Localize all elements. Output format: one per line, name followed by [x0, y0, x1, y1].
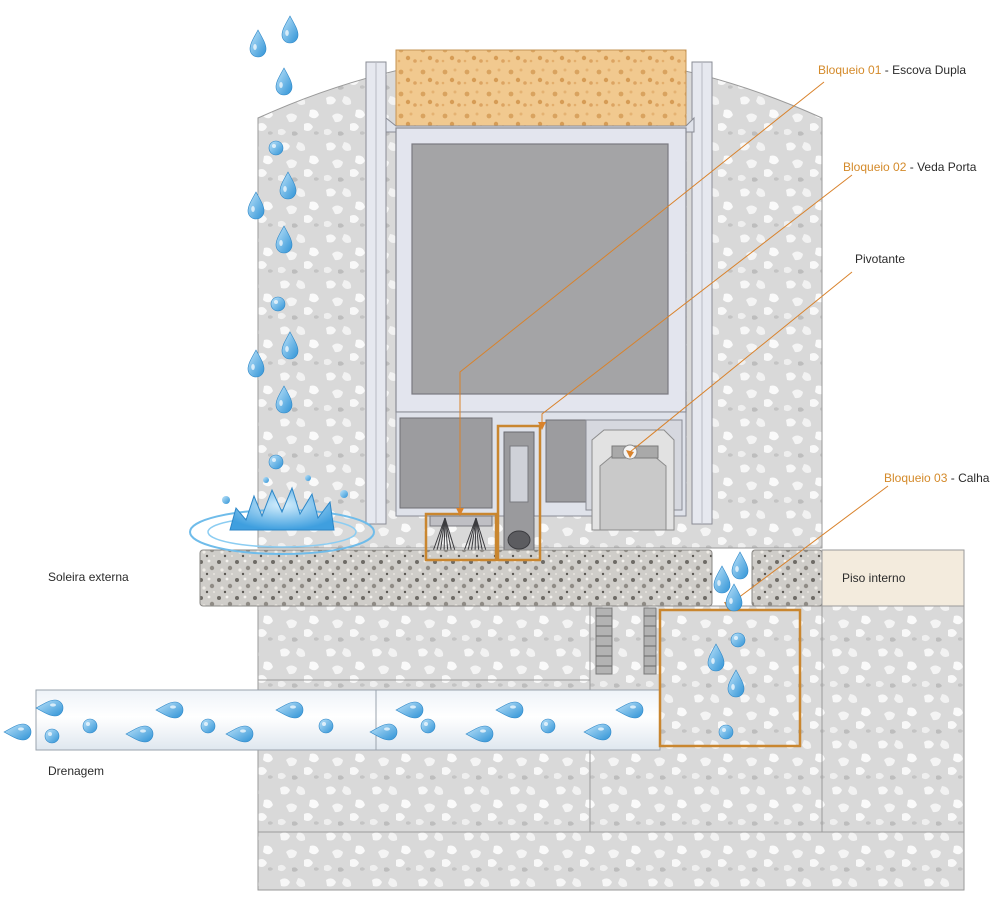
door-leaf-glass: [411, 143, 669, 395]
label-drenagem: Drenagem: [48, 764, 105, 778]
callout-separator: -: [947, 471, 959, 485]
label-soleira-externa: Soleira externa: [48, 570, 129, 584]
callout-bloqueio-01: Bloqueio 01 - Escova Dupla: [818, 63, 966, 77]
drain-grating: [595, 607, 657, 675]
internal-sill-piece: [751, 549, 823, 607]
callout-bloqueio-02: Bloqueio 02 - Veda Porta: [843, 160, 976, 174]
drain-channel: [659, 609, 801, 747]
pivot-hinge: [591, 429, 675, 531]
callout-bloqueio-03-highlight: Bloqueio 03: [884, 471, 948, 485]
frame-bloqueio-02: [496, 424, 542, 562]
callout-bloqueio-03: Bloqueio 03 - Calha: [884, 471, 989, 485]
callout-pivotante: Pivotante: [855, 252, 905, 266]
double-brush: [429, 515, 493, 555]
external-sill: [199, 549, 713, 607]
callout-bloqueio-03-text: Calha: [958, 471, 990, 485]
drainage-pipe: [35, 689, 661, 751]
callout-bloqueio-01-highlight: Bloqueio 01: [818, 63, 882, 77]
internal-floor: [821, 549, 965, 607]
foundation-base: [257, 831, 965, 891]
callout-separator: -: [881, 63, 893, 77]
callout-separator: -: [906, 160, 918, 174]
label-piso-interno: Piso interno: [842, 571, 906, 585]
callout-bloqueio-01-text: Escova Dupla: [892, 63, 967, 77]
door-sponge-core: [395, 49, 687, 127]
callout-pivotante-text: Pivotante: [855, 252, 906, 266]
foundation-right: [821, 605, 965, 833]
door-seal: [503, 431, 535, 553]
callout-bloqueio-02-highlight: Bloqueio 02: [843, 160, 907, 174]
water-splash-icon: [189, 475, 375, 555]
callout-bloqueio-02-text: Veda Porta: [917, 160, 977, 174]
